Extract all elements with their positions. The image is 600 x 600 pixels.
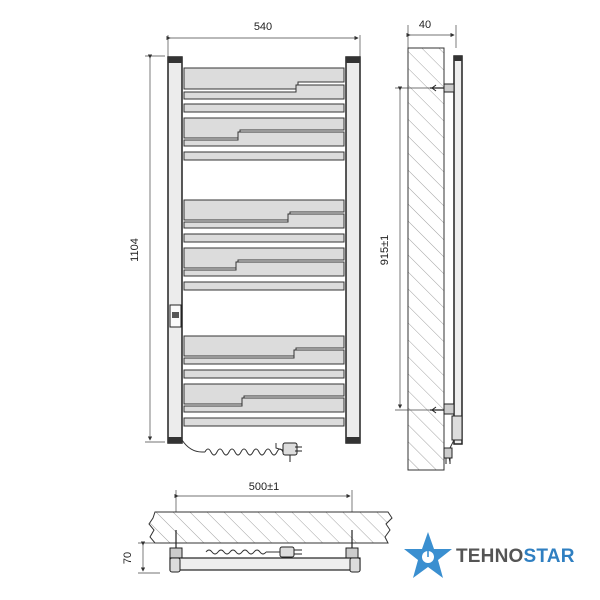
left-collector (167, 56, 183, 444)
front-view: 540 1104 (129, 21, 361, 462)
tehnostar-logo (404, 532, 452, 578)
front-bars (183, 67, 345, 427)
brand-name: TEHNOSTAR (456, 546, 575, 568)
side-depth-label: 40 (419, 19, 431, 31)
side-heating-element (443, 415, 463, 464)
power-cable (181, 439, 302, 462)
side-wall (407, 47, 445, 471)
brand-name-part2: STAR (523, 546, 575, 567)
front-height-dimension: 1104 (129, 54, 165, 443)
side-top-bracket (430, 83, 455, 93)
front-width-dimension: 540 (166, 21, 361, 60)
side-mount-dimension: 915±1 (379, 86, 440, 411)
side-bottom-bracket (430, 403, 455, 415)
bottom-width-label: 500±1 (249, 481, 280, 493)
side-depth-dimension: 40 (406, 19, 457, 48)
bottom-radiator-profile (169, 557, 361, 571)
bottom-view: 500±1 70 (122, 481, 393, 574)
brand-name-part1: TEHNO (456, 546, 524, 567)
bottom-power-cable (205, 546, 302, 558)
bottom-depth-dimension: 70 (122, 541, 160, 574)
side-view: 40 915±1 (379, 19, 463, 471)
side-radiator-profile (453, 55, 463, 445)
front-height-label: 1104 (129, 238, 141, 262)
right-collector (345, 56, 361, 444)
thermostat-control (169, 304, 182, 328)
side-mount-label: 915±1 (379, 235, 391, 266)
front-width-label: 540 (254, 21, 272, 33)
bottom-depth-label: 70 (122, 552, 134, 564)
bottom-wall (148, 511, 393, 544)
